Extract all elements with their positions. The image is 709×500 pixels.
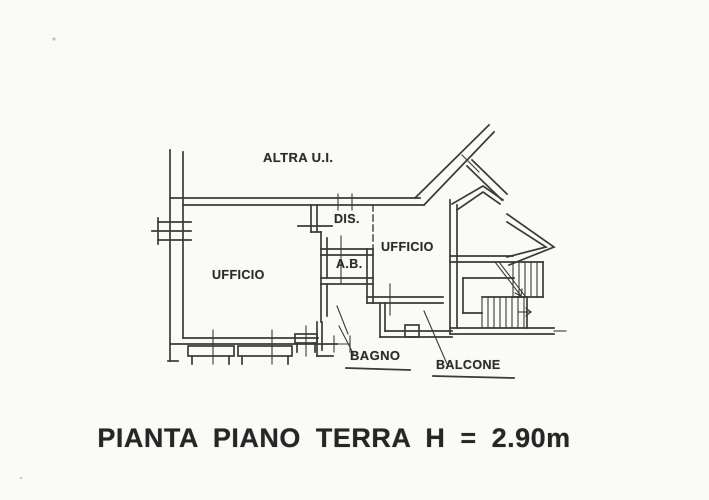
leader-lines [338,310,515,379]
room-label-bagno: BAGNO [350,348,401,363]
plan-caption: PIANTA PIANO TERRA H = 2.90m [97,423,571,453]
scan-specks [19,37,56,480]
bathroom-walls [316,283,351,357]
bay-walls [450,184,556,267]
left-office-walls [167,149,425,362]
diagonal-walls [413,123,509,207]
balcony-walls [366,283,453,338]
partition-walls [297,193,353,285]
window-sills [187,325,318,365]
room-label-ab: A.B. [336,257,363,271]
ab-closet-walls [320,235,374,304]
room-label-dis: DIS. [334,212,360,226]
room-label-ufficio-right: UFFICIO [381,240,434,254]
staircase [449,199,567,335]
left-wall-window-marks [151,217,192,245]
room-label-altra-ui: ALTRA U.I. [263,150,334,165]
room-label-ufficio-left: UFFICIO [212,268,265,282]
room-label-balcone: BALCONE [436,358,501,372]
